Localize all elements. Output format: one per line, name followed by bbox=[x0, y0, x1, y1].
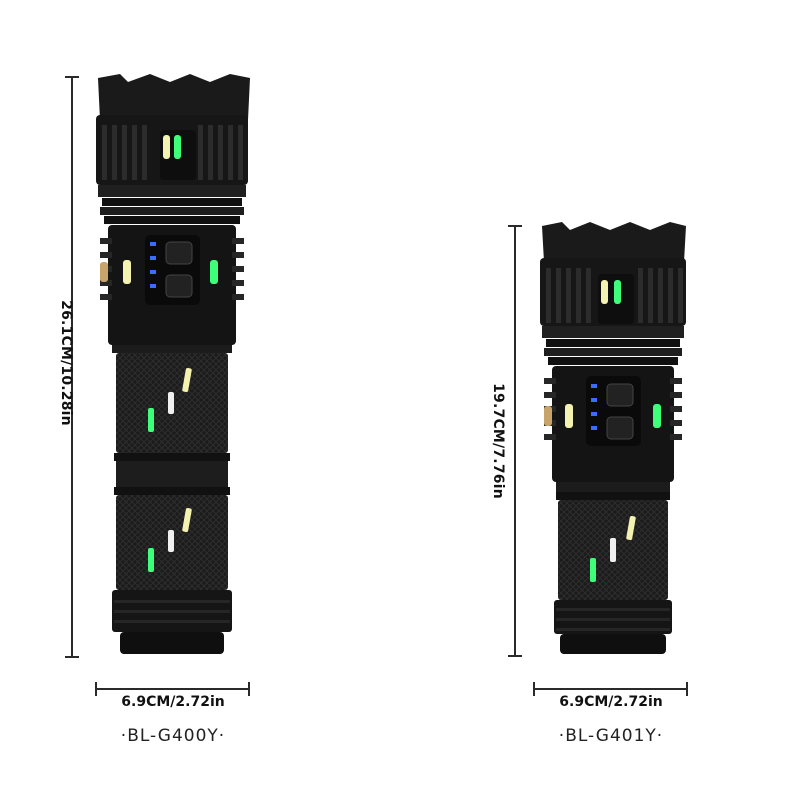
height-label-left: 26.1CM/10.28in bbox=[58, 300, 74, 426]
model-name-left: ·BL-G400Y· bbox=[120, 726, 226, 746]
flashlight-large bbox=[96, 74, 250, 654]
height-dimension-cap-top-left bbox=[65, 76, 79, 78]
width-label-left: 6.9CM/2.72in bbox=[121, 694, 225, 710]
width-dimension-line-right bbox=[534, 688, 688, 690]
width-dimension-cap-left-b bbox=[248, 682, 250, 696]
height-dimension-cap-bottom-right bbox=[508, 655, 522, 657]
width-dimension-line-left bbox=[96, 688, 250, 690]
height-dimension-line-right bbox=[514, 226, 516, 657]
height-dimension-line-left bbox=[71, 77, 73, 658]
width-label-right: 6.9CM/2.72in bbox=[559, 694, 663, 710]
model-name-right: ·BL-G401Y· bbox=[558, 726, 664, 746]
width-dimension-cap-right-b bbox=[686, 682, 688, 696]
height-label-right: 19.7CM/7.76in bbox=[490, 383, 506, 499]
height-dimension-cap-top-right bbox=[508, 225, 522, 227]
width-dimension-cap-left-a bbox=[95, 682, 97, 696]
width-dimension-cap-right-a bbox=[533, 682, 535, 696]
height-dimension-cap-bottom-left bbox=[65, 656, 79, 658]
flashlight-small bbox=[540, 222, 686, 654]
